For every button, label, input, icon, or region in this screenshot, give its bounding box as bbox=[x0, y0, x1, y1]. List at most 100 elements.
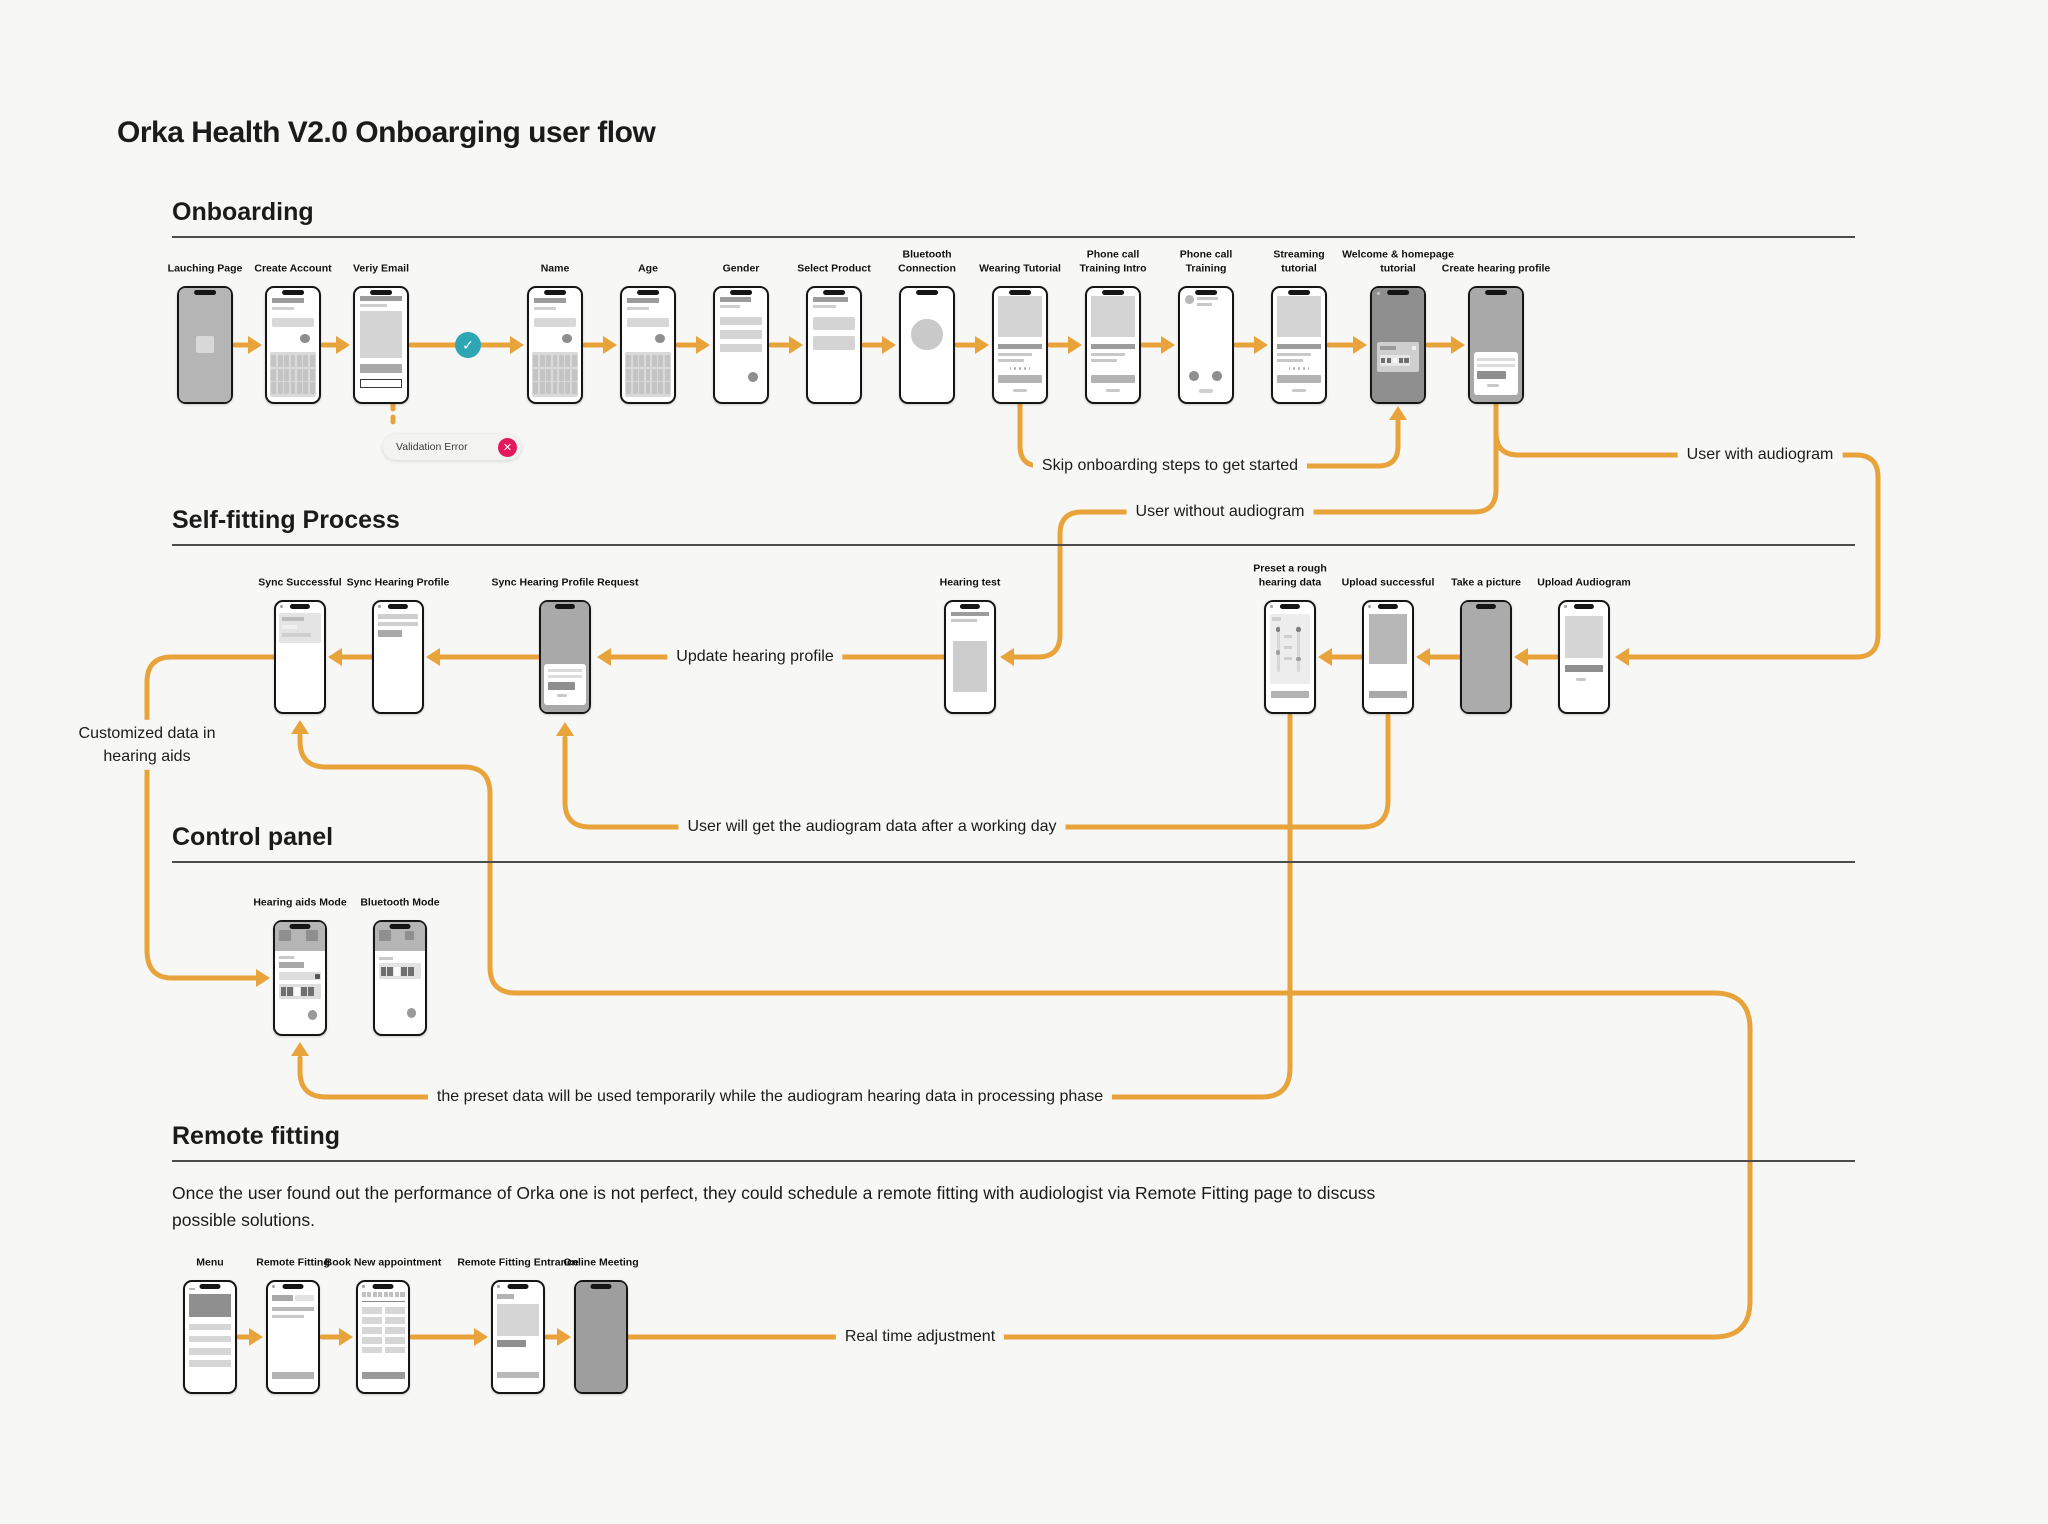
ui-block bbox=[812, 316, 856, 331]
check-circle-icon: ✓ bbox=[455, 332, 481, 358]
phone-name bbox=[527, 286, 583, 404]
ui-block bbox=[547, 675, 583, 679]
phone-wearing-tutorial bbox=[992, 286, 1048, 404]
phone-label-create-hearing-profile: Create hearing profile bbox=[1441, 262, 1551, 275]
ui-block bbox=[1563, 605, 1567, 608]
ui-block bbox=[1284, 646, 1293, 649]
ui-block bbox=[1277, 343, 1321, 349]
ui-block bbox=[361, 1337, 382, 1344]
phone-label-name: Name bbox=[540, 262, 570, 275]
ui-block bbox=[719, 343, 763, 353]
ui-block bbox=[626, 317, 670, 327]
screen-camera bbox=[1462, 602, 1510, 712]
ui-block bbox=[406, 1008, 416, 1018]
ui-block bbox=[497, 1372, 539, 1379]
ui-block bbox=[196, 335, 214, 353]
ui-block bbox=[281, 632, 311, 637]
ui-block bbox=[1276, 650, 1281, 655]
ui-block bbox=[1091, 358, 1118, 362]
ui-block bbox=[279, 955, 294, 959]
phone-label-welcome-homepage-tutorial: Welcome & homepage tutorial bbox=[1342, 248, 1454, 275]
section-rule-self-fitting bbox=[172, 544, 1855, 546]
ui-block bbox=[361, 1307, 382, 1314]
ui-block bbox=[359, 311, 403, 359]
ui-block bbox=[361, 1317, 382, 1324]
ui-block bbox=[1197, 302, 1212, 307]
ui-block bbox=[279, 605, 283, 608]
phone-label-launching-page: Lauching Page bbox=[167, 262, 243, 275]
phone-upload-successful bbox=[1362, 600, 1414, 714]
phone-age bbox=[620, 286, 676, 404]
screen-form bbox=[267, 288, 319, 402]
screen-hearingtest bbox=[946, 602, 994, 712]
ui-block bbox=[1091, 295, 1135, 337]
screen-remotefit bbox=[268, 1282, 318, 1392]
phone-label-upload-successful: Upload successful bbox=[1341, 576, 1435, 589]
ui-block bbox=[281, 624, 298, 629]
ui-block bbox=[359, 295, 403, 302]
ui-block bbox=[655, 333, 666, 344]
ui-block bbox=[533, 298, 566, 304]
ui-block bbox=[533, 355, 577, 394]
ui-block bbox=[189, 1335, 231, 1343]
ui-block bbox=[1277, 358, 1304, 362]
ui-block bbox=[380, 966, 414, 976]
phone-notch bbox=[1475, 604, 1497, 609]
phone-upload-audiogram bbox=[1558, 600, 1610, 714]
phone-notch bbox=[387, 604, 409, 609]
phone-notch bbox=[590, 1284, 612, 1289]
ui-block bbox=[1277, 352, 1312, 356]
ui-block bbox=[626, 355, 670, 394]
ui-block bbox=[1198, 389, 1214, 393]
ui-block bbox=[533, 306, 556, 310]
phone-notch bbox=[1288, 290, 1310, 295]
phone-bluetooth-mode bbox=[373, 920, 427, 1036]
screen-uploadaudio bbox=[1560, 602, 1608, 712]
phone-notch bbox=[637, 290, 659, 295]
ui-block bbox=[1012, 388, 1028, 393]
section-heading-onboarding: Onboarding bbox=[172, 198, 314, 226]
ui-block bbox=[272, 1372, 314, 1380]
screen-menu bbox=[185, 1282, 235, 1392]
phone-phone-call-training-intro bbox=[1085, 286, 1141, 404]
phone-notch bbox=[370, 290, 392, 295]
phone-notch bbox=[1387, 290, 1409, 295]
phone-label-preset-rough-hearing-data: Preset a rough hearing data bbox=[1253, 562, 1327, 589]
ui-block bbox=[1368, 691, 1408, 699]
ui-block bbox=[378, 621, 418, 627]
ui-block bbox=[719, 297, 751, 303]
ui-block bbox=[189, 1294, 231, 1318]
phone-label-remote-fitting-entrance: Remote Fitting Entrance bbox=[457, 1256, 579, 1269]
ui-block bbox=[384, 1307, 405, 1314]
phone-create-hearing-profile bbox=[1468, 286, 1524, 404]
ui-block bbox=[272, 1285, 275, 1288]
ui-block bbox=[1367, 605, 1371, 608]
phone-online-meeting bbox=[574, 1280, 628, 1394]
phone-create-account bbox=[265, 286, 321, 404]
ui-block bbox=[950, 619, 978, 622]
phone-notch bbox=[730, 290, 752, 295]
phone-label-menu: Menu bbox=[196, 1256, 224, 1269]
phone-remote-fitting-entrance bbox=[491, 1280, 545, 1394]
ui-block bbox=[1009, 366, 1031, 370]
annotation-user-with-audiogram: User with audiogram bbox=[1677, 444, 1843, 466]
phone-welcome-homepage-tutorial bbox=[1370, 286, 1426, 404]
ui-block bbox=[1411, 345, 1417, 351]
ui-block bbox=[359, 303, 387, 307]
phone-label-take-a-picture: Take a picture bbox=[1451, 576, 1521, 589]
ui-block bbox=[562, 333, 573, 344]
ui-block bbox=[295, 1295, 314, 1302]
annotation-real-time-adjustment: Real time adjustment bbox=[835, 1326, 1005, 1348]
ui-block bbox=[1296, 657, 1301, 662]
ui-block bbox=[379, 956, 393, 960]
phone-label-phone-call-training-intro: Phone call Training Intro bbox=[1079, 248, 1147, 275]
ui-block bbox=[314, 974, 320, 979]
phone-label-hearing-aids-mode: Hearing aids Mode bbox=[253, 896, 347, 909]
phone-notch bbox=[823, 290, 845, 295]
ui-block bbox=[1091, 352, 1126, 356]
ui-block bbox=[1091, 343, 1135, 349]
ui-block bbox=[719, 316, 763, 326]
ui-block bbox=[272, 1307, 314, 1312]
ui-block bbox=[361, 1372, 405, 1380]
